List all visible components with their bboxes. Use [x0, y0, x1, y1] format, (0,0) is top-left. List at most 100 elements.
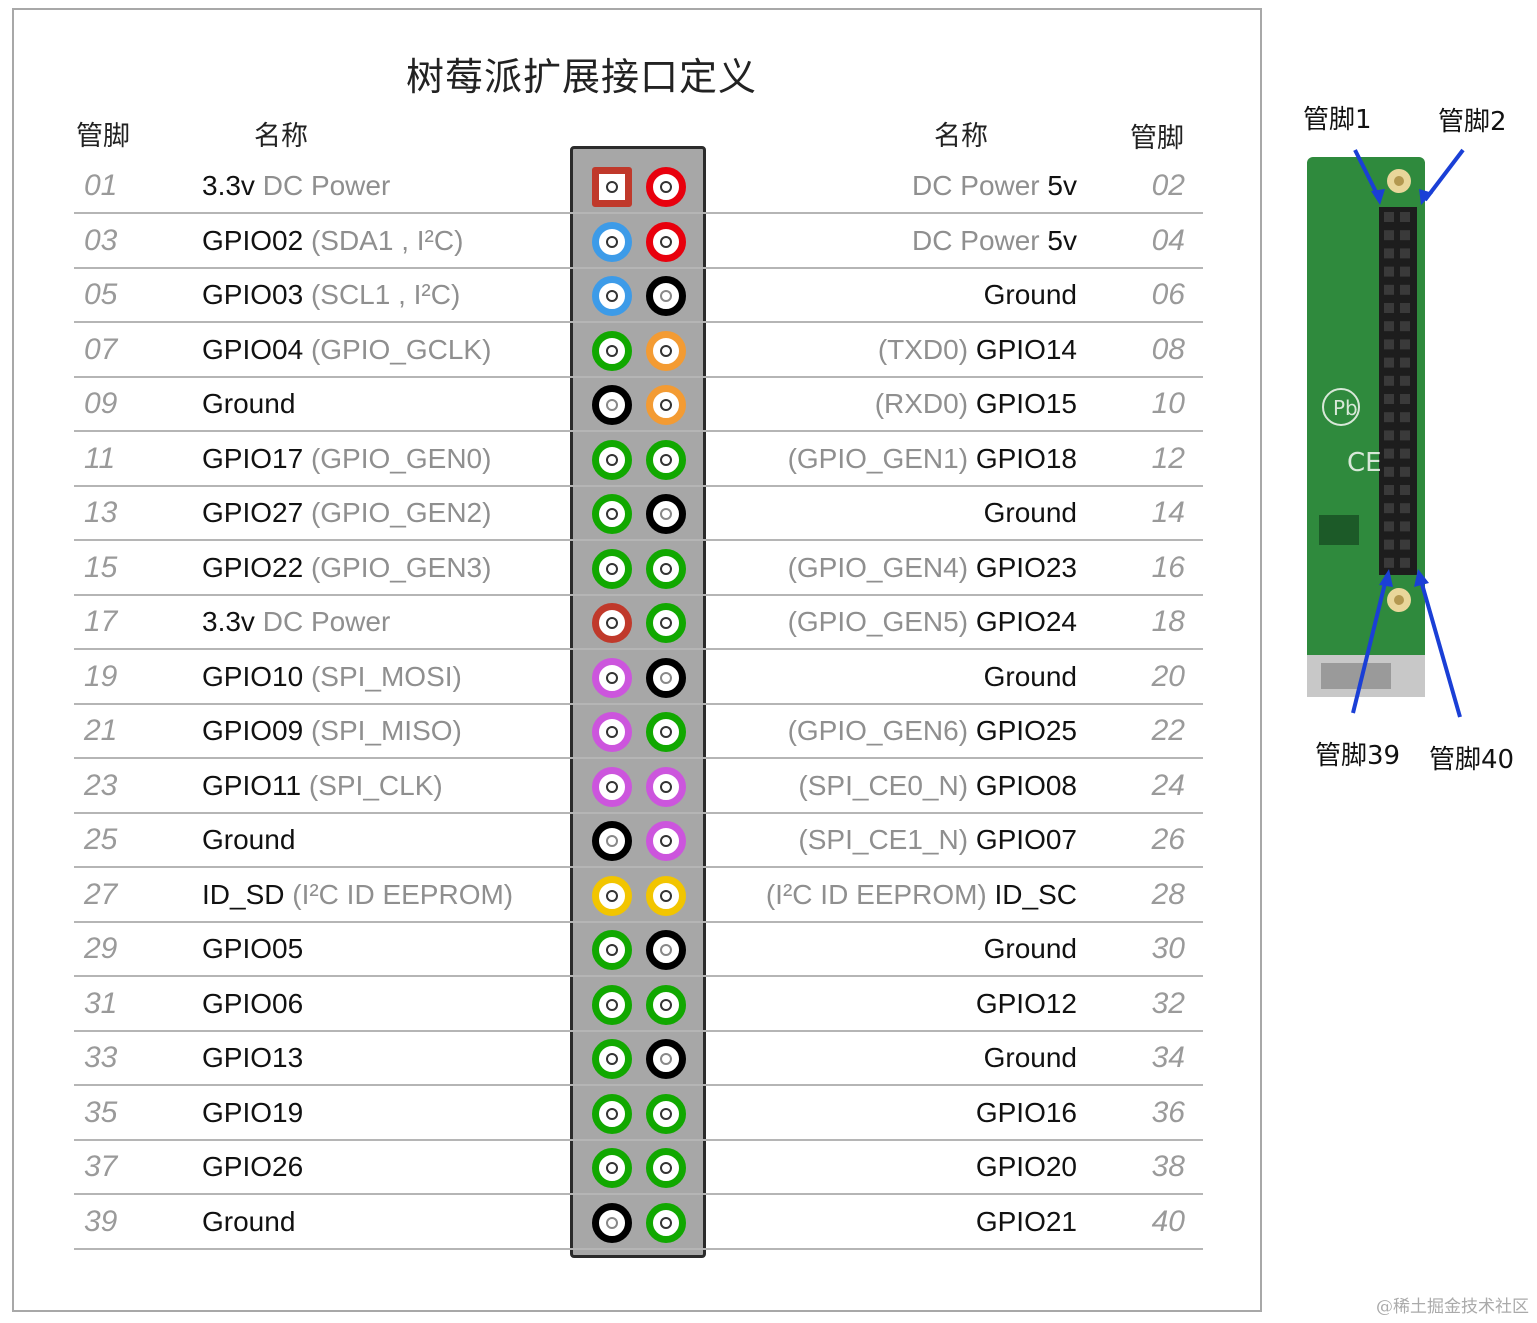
pin-number-left: 23 — [84, 768, 118, 802]
pin-name-left: GPIO19 — [202, 1097, 303, 1129]
pin-number-left: 33 — [84, 1041, 118, 1074]
pin-number-right: 16 — [1151, 550, 1185, 584]
pin-function: GPIO16 — [975, 1096, 1077, 1128]
pin-name-right: GPIO21 — [976, 1206, 1077, 1238]
pin-name-right: (GPIO_GEN5) GPIO24 — [788, 606, 1077, 638]
pin-function: GPIO22 — [202, 551, 304, 583]
pin-function: GPIO05 — [202, 933, 304, 964]
pin-name-left: GPIO10 (SPI_MOSI) — [202, 661, 462, 693]
pin-06-marker — [646, 276, 686, 316]
pin-13-marker — [592, 494, 632, 534]
pin-33-marker — [592, 1039, 632, 1079]
row-divider — [74, 1138, 1203, 1141]
board-header-pin — [1384, 284, 1394, 295]
row-divider — [74, 1084, 1203, 1086]
watermark: @稀土掘金技术社区 — [1376, 1297, 1529, 1317]
pin-38-marker — [646, 1148, 686, 1188]
row-divider — [74, 593, 1203, 596]
pin-function: ID_SD — [202, 878, 285, 910]
pin-alt-function: (GPIO_GEN1) — [787, 442, 976, 474]
pin-name-right: Ground — [984, 661, 1077, 693]
pin-alt-function: (GPIO_GEN6) — [787, 715, 976, 746]
board-header-pin — [1400, 303, 1410, 313]
pin-name-right: (GPIO_GEN6) GPIO25 — [788, 715, 1077, 747]
arrow-pin2 — [1423, 148, 1465, 202]
pin-21-marker — [592, 712, 632, 752]
board-header-pin — [1384, 394, 1394, 404]
pin-number-left: 09 — [84, 387, 118, 420]
pin-number-left: 37 — [84, 1150, 118, 1183]
pin-alt-function: DC Power — [912, 170, 1048, 201]
pin-18-marker — [646, 603, 686, 643]
pin-24-marker — [646, 766, 686, 807]
pin-function: GPIO08 — [975, 769, 1077, 801]
arrow-pin40 — [1418, 576, 1462, 718]
pin-function: Ground — [202, 824, 296, 855]
pin-name-left: GPIO02 (SDA1 , I²C) — [202, 225, 463, 257]
board-header-pin — [1384, 266, 1394, 277]
pin-name-right: (SPI_CE0_N) GPIO08 — [798, 770, 1077, 802]
pin-function: GPIO20 — [975, 1151, 1077, 1182]
pin-function: 3.3v — [202, 170, 255, 201]
board-header-pin — [1384, 375, 1394, 386]
pin-function: GPIO27 — [202, 497, 304, 528]
pin-number-right: 34 — [1151, 1041, 1185, 1074]
board-header-pin — [1400, 266, 1410, 277]
pin-name-right: (RXD0) GPIO15 — [875, 388, 1077, 420]
board-header-pin — [1400, 375, 1410, 386]
row-divider — [74, 484, 1203, 487]
board-header-pin — [1384, 503, 1394, 514]
pin-number-left: 35 — [84, 1095, 118, 1129]
row-divider — [74, 1247, 1203, 1250]
pin-name-right: (GPIO_GEN1) GPIO18 — [788, 443, 1077, 475]
gpio-header-strip — [570, 146, 706, 1258]
board-header-pin — [1384, 248, 1394, 259]
ce-mark-icon: CE — [1347, 448, 1382, 478]
pin-05-marker — [592, 276, 632, 316]
board-header-pin — [1400, 339, 1410, 350]
pin-alt-function: DC Power — [912, 224, 1048, 256]
pin-alt-function: (GPIO_GEN3) — [303, 551, 492, 583]
pin-name-right: DC Power 5v — [912, 170, 1077, 202]
board-header-pin — [1400, 521, 1410, 532]
pin-number-left: 15 — [84, 550, 118, 584]
svg-text:Pb: Pb — [1333, 396, 1358, 420]
pin-name-left: GPIO05 — [202, 933, 303, 965]
pin-function: 3.3v — [202, 606, 255, 637]
board-header-pin — [1400, 212, 1410, 222]
pin-number-right: 38 — [1151, 1150, 1185, 1183]
pin-number-left: 21 — [84, 714, 118, 747]
pin-function: GPIO13 — [202, 1042, 304, 1073]
pin-alt-function: (I²C ID EEPROM) — [765, 878, 995, 910]
board-header-pin — [1384, 212, 1394, 222]
pin-name-left: GPIO26 — [202, 1151, 303, 1183]
pin-12-marker — [646, 439, 686, 480]
pin-03-marker — [592, 221, 632, 262]
pin-number-right: 32 — [1151, 986, 1185, 1020]
board-header-pin — [1384, 448, 1394, 459]
pin-number-left: 19 — [84, 659, 118, 693]
header-name-left: 名称 — [254, 121, 308, 152]
pin-16-marker — [646, 548, 686, 589]
pin-39-marker — [592, 1202, 632, 1243]
row-divider — [74, 266, 1203, 269]
label-pin39: 管脚39 — [1315, 741, 1401, 771]
pin-number-left: 11 — [84, 441, 116, 475]
board-header-pin — [1384, 430, 1394, 441]
pin-function: GPIO10 — [202, 660, 304, 692]
pin-name-right: GPIO16 — [976, 1097, 1077, 1129]
pin-number-right: 06 — [1151, 278, 1185, 311]
pin-number-right: 04 — [1151, 223, 1185, 257]
pin-alt-function: (SPI_MOSI) — [303, 660, 462, 692]
pin-function: 5v — [1047, 170, 1077, 201]
pin-23-marker — [592, 766, 632, 807]
pin-14-marker — [646, 494, 686, 534]
pin-name-right: (GPIO_GEN4) GPIO23 — [788, 552, 1077, 584]
row-divider — [74, 811, 1203, 814]
pin-function: GPIO02 — [202, 224, 304, 256]
board-header-pin — [1400, 230, 1410, 241]
